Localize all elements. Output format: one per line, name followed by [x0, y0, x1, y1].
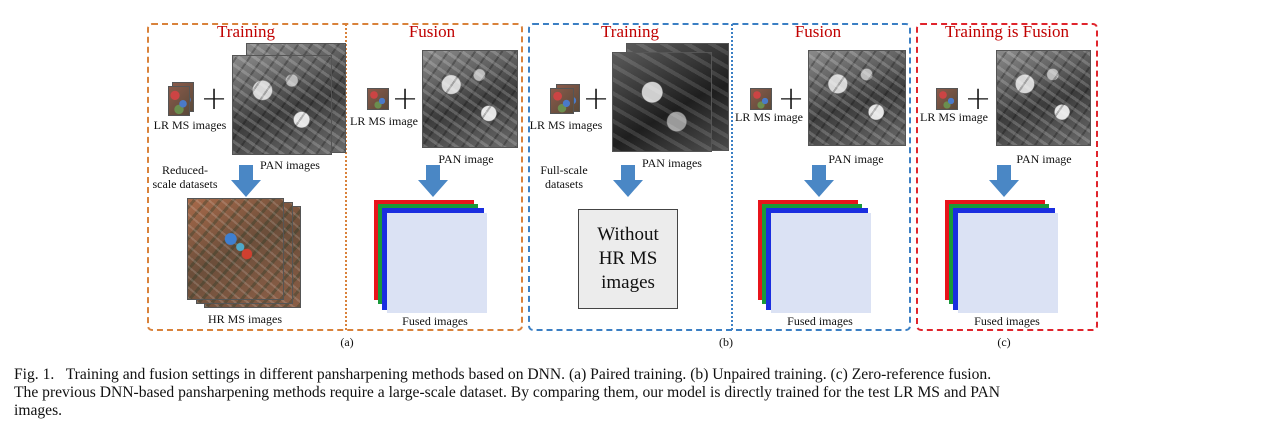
panel-a-fusion-title: Fusion [408, 22, 456, 41]
full-scale-datasets-label: Full-scale datasets [540, 163, 588, 191]
lr-ms-image-label: LR MS image [920, 110, 988, 124]
plus-icon: + [391, 79, 419, 117]
pan-images-thumbnail [232, 55, 332, 155]
pan-image-label: PAN image [828, 152, 884, 166]
lr-ms-images-thumbnail [168, 86, 190, 116]
down-arrow-icon [989, 165, 1019, 197]
pan-images-thumbnail [612, 52, 712, 152]
pan-image-thumbnail [996, 50, 1091, 146]
panel-b-label: (b) [719, 335, 733, 349]
plus-icon: + [582, 79, 610, 117]
fused-images-label: Fused images [402, 314, 468, 328]
down-arrow-icon [613, 165, 643, 197]
lr-ms-images-thumbnail [550, 88, 574, 114]
figure-caption: Fig. 1. Training and fusion settings in … [14, 366, 1272, 420]
pan-image-label: PAN image [438, 152, 494, 166]
pan-images-label: PAN images [260, 158, 320, 172]
lr-ms-images-label: LR MS images [153, 118, 227, 132]
panel-a-training-title: Training [217, 22, 275, 41]
hr-ms-images-label: HR MS images [207, 312, 283, 326]
panel-a-divider [345, 24, 347, 330]
hr-ms-images-thumbnail [187, 198, 284, 300]
panel-b-training-title: Training [601, 22, 659, 41]
panel-b-divider [731, 24, 733, 330]
panel-b-fusion-title: Fusion [794, 22, 842, 41]
fused-images-label: Fused images [974, 314, 1040, 328]
plus-icon: + [964, 79, 992, 117]
fused-image [958, 213, 1058, 313]
caption-line-3: images. [14, 402, 63, 419]
fused-images-label: Fused images [787, 314, 853, 328]
pan-image-label: PAN image [1016, 152, 1072, 166]
plus-icon: + [200, 79, 228, 117]
down-arrow-icon [418, 165, 448, 197]
down-arrow-icon [231, 165, 261, 197]
without-hr-ms-images-box: Without HR MS images [578, 209, 678, 309]
plus-icon: + [777, 79, 805, 117]
lr-ms-images-label: LR MS images [529, 118, 603, 132]
fused-image [387, 213, 487, 313]
panel-a [147, 23, 523, 331]
panel-c [916, 23, 1098, 331]
lr-ms-image-thumbnail [936, 88, 958, 110]
lr-ms-image-thumbnail [367, 88, 389, 110]
down-arrow-icon [804, 165, 834, 197]
caption-line-1: Fig. 1. Training and fusion settings in … [14, 366, 992, 383]
pan-images-label: PAN images [642, 156, 702, 170]
lr-ms-image-thumbnail [750, 88, 772, 110]
fused-image [771, 213, 871, 313]
pan-image-thumbnail [808, 50, 906, 146]
panel-b [528, 23, 911, 331]
pan-image-thumbnail [422, 50, 518, 148]
lr-ms-image-label: LR MS image [735, 110, 803, 124]
reduced-scale-datasets-label: Reduced-scale datasets [152, 163, 218, 191]
panel-c-label: (c) [997, 335, 1011, 349]
caption-line-2: The previous DNN-based pansharpening met… [14, 384, 1001, 401]
panel-c-title: Training is Fusion [944, 22, 1070, 41]
panel-a-label: (a) [340, 335, 354, 349]
lr-ms-image-label: LR MS image [350, 114, 418, 128]
